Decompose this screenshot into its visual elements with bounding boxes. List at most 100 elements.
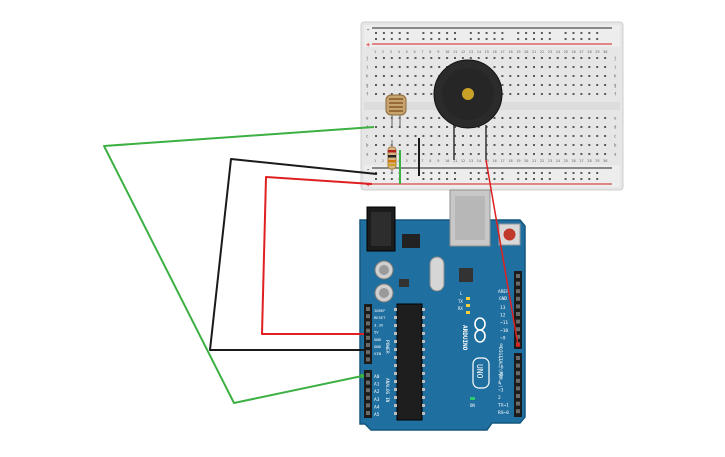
rail-hole[interactable] <box>469 38 472 40</box>
terminal-hole[interactable] <box>604 93 607 95</box>
rail-hole[interactable] <box>382 172 385 174</box>
rail-hole[interactable] <box>548 178 551 180</box>
terminal-hole[interactable] <box>588 75 591 77</box>
terminal-hole[interactable] <box>548 84 551 86</box>
terminal-hole[interactable] <box>430 66 433 68</box>
header-pin[interactable] <box>516 334 520 339</box>
terminal-hole[interactable] <box>390 93 393 95</box>
rail-hole[interactable] <box>382 178 385 180</box>
terminal-hole[interactable] <box>398 84 401 86</box>
rail-hole[interactable] <box>501 178 504 180</box>
terminal-hole[interactable] <box>446 153 449 155</box>
terminal-hole[interactable] <box>477 126 480 128</box>
piezo-buzzer[interactable] <box>433 59 503 160</box>
terminal-hole[interactable] <box>517 117 520 119</box>
rail-hole[interactable] <box>501 32 504 34</box>
terminal-hole[interactable] <box>414 144 417 146</box>
terminal-hole[interactable] <box>540 135 543 137</box>
rail-hole[interactable] <box>596 38 599 40</box>
terminal-hole[interactable] <box>525 144 528 146</box>
terminal-hole[interactable] <box>390 75 393 77</box>
rail-hole[interactable] <box>438 32 441 34</box>
terminal-hole[interactable] <box>556 144 559 146</box>
wire-green-a0[interactable] <box>103 126 375 404</box>
terminal-hole[interactable] <box>430 93 433 95</box>
terminal-hole[interactable] <box>477 135 480 137</box>
terminal-hole[interactable] <box>517 75 520 77</box>
rail-hole[interactable] <box>564 178 567 180</box>
terminal-hole[interactable] <box>588 144 591 146</box>
rail-hole[interactable] <box>501 38 504 40</box>
terminal-hole[interactable] <box>398 57 401 59</box>
arduino-uno-board[interactable]: ARDUINO UNO DIGITAL (PWM ~) POWER ANALOG… <box>359 189 526 431</box>
rail-hole[interactable] <box>390 32 393 34</box>
terminal-hole[interactable] <box>398 126 401 128</box>
terminal-hole[interactable] <box>390 66 393 68</box>
terminal-hole[interactable] <box>540 126 543 128</box>
terminal-hole[interactable] <box>375 93 377 95</box>
terminal-hole[interactable] <box>509 57 512 59</box>
rail-hole[interactable] <box>430 172 433 174</box>
power-header[interactable] <box>364 304 372 364</box>
rail-hole[interactable] <box>469 32 472 34</box>
terminal-hole[interactable] <box>596 153 599 155</box>
terminal-hole[interactable] <box>533 84 535 86</box>
header-pin[interactable] <box>516 274 520 278</box>
rail-hole[interactable] <box>398 32 401 34</box>
terminal-hole[interactable] <box>580 93 583 95</box>
terminal-hole[interactable] <box>382 126 385 128</box>
terminal-hole[interactable] <box>493 66 496 68</box>
terminal-hole[interactable] <box>382 153 385 155</box>
rail-hole[interactable] <box>517 178 520 180</box>
rail-hole[interactable] <box>596 172 599 174</box>
terminal-hole[interactable] <box>556 153 559 155</box>
terminal-hole[interactable] <box>422 66 425 68</box>
header-pin[interactable] <box>366 335 370 340</box>
rail-hole[interactable] <box>446 172 449 174</box>
terminal-hole[interactable] <box>540 57 543 59</box>
rail-hole[interactable] <box>485 178 488 180</box>
terminal-hole[interactable] <box>501 126 504 128</box>
rail-hole[interactable] <box>493 38 496 40</box>
rail-hole[interactable] <box>477 178 480 180</box>
terminal-hole[interactable] <box>580 66 583 68</box>
header-pin[interactable] <box>366 328 370 333</box>
terminal-hole[interactable] <box>398 75 401 77</box>
terminal-hole[interactable] <box>548 153 551 155</box>
terminal-hole[interactable] <box>596 75 599 77</box>
header-pin[interactable] <box>516 409 520 414</box>
terminal-hole[interactable] <box>430 75 433 77</box>
terminal-hole[interactable] <box>596 57 599 59</box>
terminal-hole[interactable] <box>564 93 567 95</box>
terminal-hole[interactable] <box>604 126 607 128</box>
rail-hole[interactable] <box>501 172 504 174</box>
rail-hole[interactable] <box>485 38 488 40</box>
rail-hole[interactable] <box>580 38 583 40</box>
terminal-hole[interactable] <box>588 84 591 86</box>
terminal-hole[interactable] <box>588 66 591 68</box>
rail-hole[interactable] <box>454 172 456 174</box>
terminal-hole[interactable] <box>469 135 472 137</box>
header-pin[interactable] <box>366 314 370 319</box>
terminal-hole[interactable] <box>572 84 575 86</box>
terminal-hole[interactable] <box>430 126 433 128</box>
terminal-hole[interactable] <box>556 66 559 68</box>
terminal-hole[interactable] <box>596 135 599 137</box>
terminal-hole[interactable] <box>422 144 425 146</box>
terminal-hole[interactable] <box>580 144 583 146</box>
terminal-hole[interactable] <box>390 126 393 128</box>
terminal-hole[interactable] <box>454 153 456 155</box>
terminal-hole[interactable] <box>406 66 409 68</box>
terminal-hole[interactable] <box>572 57 575 59</box>
terminal-hole[interactable] <box>422 84 425 86</box>
terminal-hole[interactable] <box>390 84 393 86</box>
header-pin[interactable] <box>516 281 520 286</box>
terminal-hole[interactable] <box>588 126 591 128</box>
terminal-hole[interactable] <box>414 84 417 86</box>
terminal-hole[interactable] <box>493 144 496 146</box>
terminal-hole[interactable] <box>375 144 377 146</box>
terminal-hole[interactable] <box>493 135 496 137</box>
terminal-hole[interactable] <box>509 84 512 86</box>
terminal-hole[interactable] <box>446 126 449 128</box>
terminal-hole[interactable] <box>493 126 496 128</box>
